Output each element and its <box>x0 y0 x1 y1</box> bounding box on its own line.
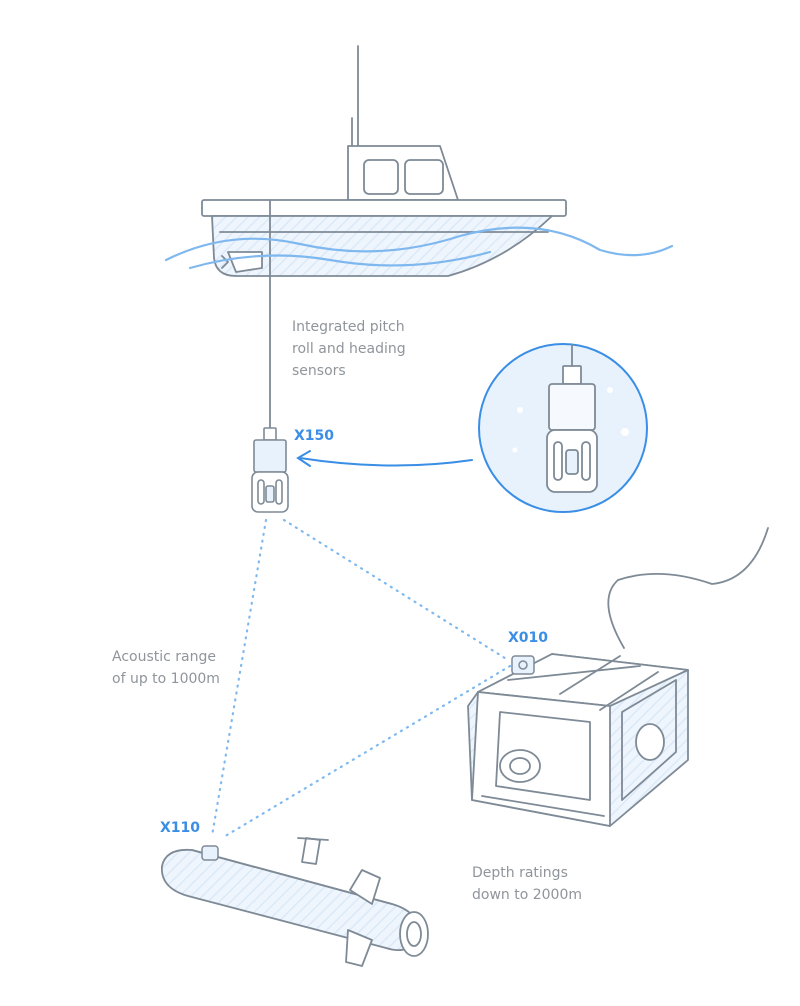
rov-tether <box>607 527 769 649</box>
x150-transceiver <box>251 427 289 513</box>
rov-vehicle <box>467 527 769 827</box>
boat <box>201 45 567 429</box>
sensors-caption-line: Integrated pitch <box>292 319 405 335</box>
boat-window-left <box>363 159 399 195</box>
acoustic-links <box>210 518 512 840</box>
boat-window-right <box>404 159 444 195</box>
depth-caption-line: down to 2000m <box>472 887 582 903</box>
x010-label: X010 <box>508 630 549 646</box>
zoom-arrow <box>296 450 473 467</box>
x110-label: X110 <box>160 820 201 836</box>
sensors-caption: Integrated pitch roll and heading sensor… <box>292 316 406 382</box>
boat-hull <box>211 215 553 277</box>
acoustic-range-caption: Acoustic range of up to 1000m <box>112 646 220 690</box>
acoustic-caption-line: Acoustic range <box>112 649 216 665</box>
auv-vehicle <box>161 837 429 967</box>
x010-transponder <box>511 655 535 675</box>
zoom-detail-circle <box>478 343 648 513</box>
sensors-caption-line: sensors <box>292 363 346 379</box>
sensors-caption-line: roll and heading <box>292 341 406 357</box>
acoustic-caption-line: of up to 1000m <box>112 671 220 687</box>
x110-transponder <box>201 845 219 861</box>
x150-label: X150 <box>294 428 335 444</box>
depth-caption-line: Depth ratings <box>472 865 568 881</box>
boat-deck <box>201 199 567 217</box>
water-waves <box>164 226 674 270</box>
depth-rating-caption: Depth ratings down to 2000m <box>472 862 582 906</box>
